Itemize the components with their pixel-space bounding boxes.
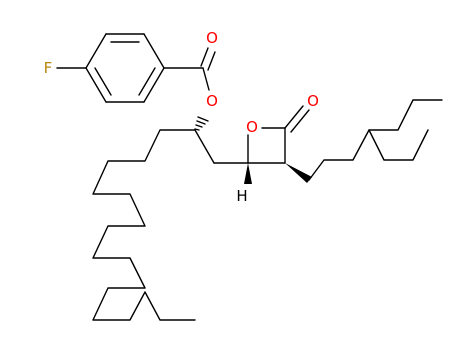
bond <box>308 99 443 181</box>
ester-oxygen-atom: O <box>206 92 218 110</box>
bond <box>143 33 165 69</box>
beta-lactone-ring <box>247 127 286 164</box>
bond <box>85 33 107 69</box>
bond <box>202 67 210 91</box>
ring-oxygen-atom: O <box>246 118 258 136</box>
undecyl-chain <box>92 129 196 321</box>
fluorine-atom: F <box>44 59 53 77</box>
fluorophenyl-ring <box>85 33 165 103</box>
bond <box>94 67 112 96</box>
bond <box>290 109 310 133</box>
bond <box>194 129 215 164</box>
bond <box>143 67 165 103</box>
lactone-carbonyl-oxygen-atom: O <box>307 92 319 110</box>
bond <box>85 67 107 103</box>
ring-hydrogen-atom: H <box>236 187 247 205</box>
bond <box>284 105 304 129</box>
wedge-bond-to-hydrogen <box>244 163 252 184</box>
ester-carbonyl-oxygen-atom: O <box>206 29 218 47</box>
bond <box>207 51 216 71</box>
bond <box>200 47 209 67</box>
hashed-wedge-bond <box>194 116 209 131</box>
bond <box>92 129 196 321</box>
bond <box>138 67 156 96</box>
bond <box>368 129 429 161</box>
hexyl-chain <box>308 99 443 181</box>
wedge-bond-to-hexyl <box>285 163 312 183</box>
